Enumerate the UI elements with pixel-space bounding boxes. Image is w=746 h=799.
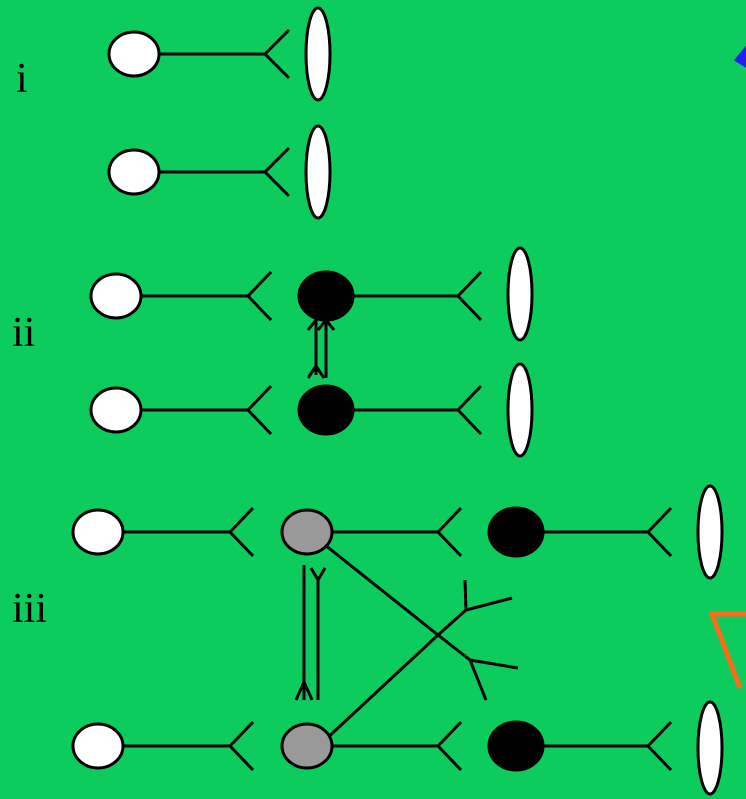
- cross-axon-top: [324, 543, 439, 637]
- circuit-ii-bottom: [89, 362, 534, 458]
- synapse-fork: [227, 720, 255, 772]
- synapse-fork-up: [316, 319, 336, 331]
- blue-mark: [733, 45, 746, 68]
- white-target: [304, 6, 332, 102]
- circuit-iii-top: [71, 484, 724, 580]
- synapse-fork: [435, 506, 463, 558]
- white-neuron: [71, 508, 125, 556]
- black-neuron: [487, 720, 545, 772]
- mutual-connection-iii: [294, 565, 327, 701]
- white-neuron: [107, 30, 161, 78]
- mutual-connection-ii: [306, 319, 336, 379]
- white-target: [696, 700, 724, 796]
- synapse-fork: [455, 270, 483, 322]
- gray-neuron: [280, 508, 334, 556]
- white-target: [304, 124, 332, 220]
- circuit-i-bottom: [107, 124, 332, 220]
- orange-triangle-mark: [708, 611, 746, 689]
- synapse-fork-up: [309, 567, 327, 583]
- circuit-i-top: [107, 6, 332, 102]
- synapse-fork-down: [294, 678, 314, 701]
- white-target: [506, 246, 534, 342]
- black-neuron: [297, 384, 355, 436]
- circuit-iii-bottom: [71, 700, 724, 796]
- white-target: [696, 484, 724, 580]
- synapse-fork: [227, 506, 255, 558]
- synapse-fork: [645, 720, 673, 772]
- synapse-fork: [245, 384, 273, 436]
- white-target: [506, 362, 534, 458]
- synapse-fork: [245, 270, 273, 322]
- row-label-ii: ii: [12, 310, 36, 356]
- gray-neuron: [280, 722, 334, 770]
- row-label-iii: iii: [12, 586, 48, 632]
- black-neuron: [487, 506, 545, 558]
- white-neuron: [71, 722, 125, 770]
- synapse-fork: [645, 506, 673, 558]
- row-label-i: i: [16, 56, 28, 102]
- synapse-fork: [262, 146, 291, 198]
- white-neuron: [89, 386, 143, 434]
- cross-connections-iii: [323, 543, 519, 742]
- synapse-fork: [455, 384, 483, 436]
- synapse-fork-up: [306, 319, 318, 336]
- synapse-fork: [262, 28, 291, 80]
- circuit-ii-top: [89, 246, 534, 342]
- synapse-fork: [435, 720, 463, 772]
- cross-axon-bottom: [323, 633, 440, 742]
- branching-synapse: [437, 579, 519, 701]
- white-neuron: [107, 148, 161, 196]
- black-neuron: [297, 270, 355, 322]
- synapse-fork-down: [306, 363, 326, 379]
- white-neuron: [89, 272, 143, 320]
